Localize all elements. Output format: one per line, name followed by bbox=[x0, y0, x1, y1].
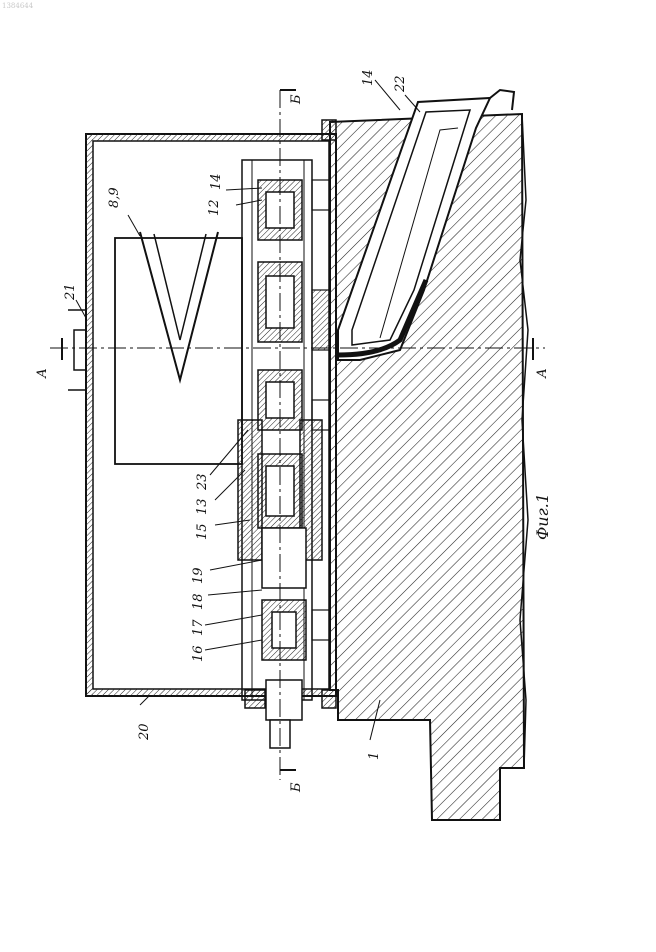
label-p8-9: 8,9 bbox=[107, 187, 122, 208]
label-p1: 1 bbox=[367, 752, 382, 760]
label-p22: 22 bbox=[393, 75, 408, 93]
inlet-nozzle bbox=[68, 310, 86, 390]
label-section-b-top: Б bbox=[289, 94, 304, 105]
figure-caption: Фиг.1 bbox=[533, 493, 552, 540]
label-p13: 13 bbox=[195, 498, 210, 515]
label-p20: 20 bbox=[137, 723, 152, 741]
label-p19: 19 bbox=[191, 567, 206, 584]
label-p18: 18 bbox=[191, 593, 206, 610]
shaft-assembly bbox=[238, 160, 330, 748]
label-section-b-bottom: Б bbox=[289, 782, 304, 793]
label-p15: 15 bbox=[195, 523, 210, 540]
label-section-a-left: А bbox=[35, 368, 50, 379]
label-section-a-right: А bbox=[535, 368, 550, 379]
label-p21: 21 bbox=[63, 283, 78, 301]
label-p12: 12 bbox=[207, 199, 222, 216]
label-p17: 17 bbox=[191, 619, 206, 636]
label-p16: 16 bbox=[191, 645, 206, 662]
label-p14-right: 14 bbox=[361, 69, 376, 86]
corner-id: 1384644 bbox=[2, 2, 34, 10]
label-p14-left: 14 bbox=[209, 173, 224, 190]
label-p23: 23 bbox=[195, 473, 210, 491]
